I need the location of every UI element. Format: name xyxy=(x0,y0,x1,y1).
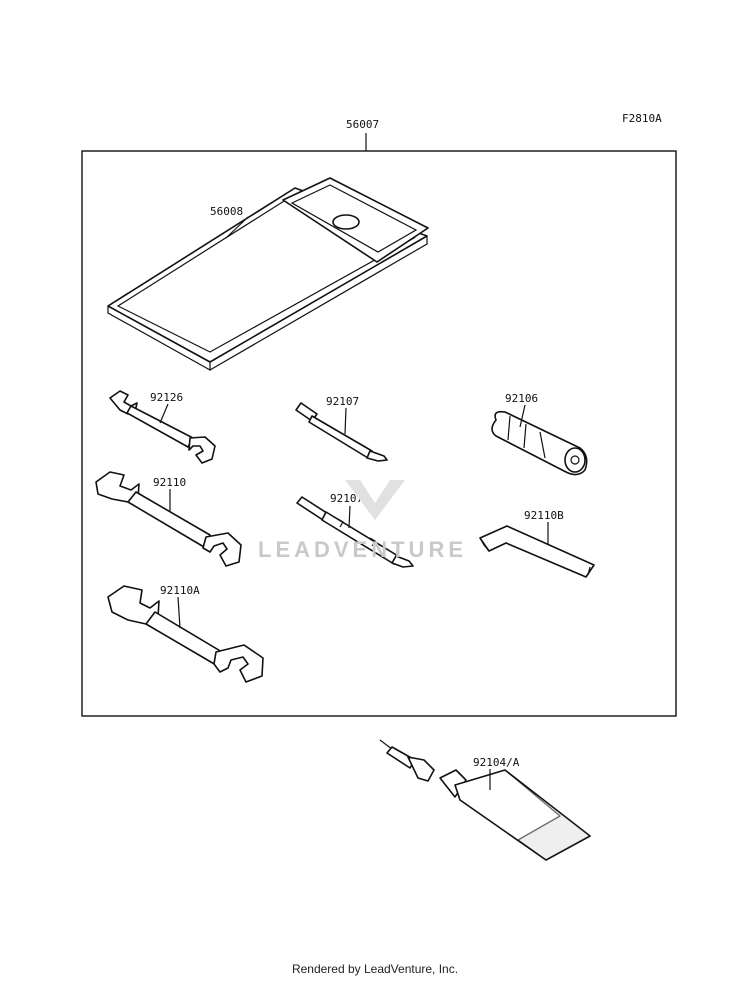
part-92107-screwdriver[interactable] xyxy=(295,402,388,462)
label-56008: 56008 xyxy=(210,205,243,218)
leader-92126 xyxy=(159,403,169,424)
label-92107: 92107 xyxy=(326,395,359,408)
leader-92110A xyxy=(177,596,181,629)
label-92104A: 92104/A xyxy=(473,756,520,769)
part-92107A-screwdriver[interactable] xyxy=(296,496,414,568)
footer-credit: Rendered by LeadVenture, Inc. xyxy=(291,962,459,976)
label-56007: 56007 xyxy=(346,118,379,131)
label-92106: 92106 xyxy=(505,392,538,405)
assembly-box xyxy=(81,150,677,717)
part-92110A-wrench[interactable] xyxy=(107,585,264,683)
label-92110B: 92110B xyxy=(524,509,564,522)
part-92110B-hex-key[interactable] xyxy=(479,525,595,578)
part-92106-socket-handle[interactable] xyxy=(491,410,588,476)
part-56008-tool-bag[interactable] xyxy=(107,177,429,372)
leader-92107A xyxy=(348,505,351,529)
label-92107A: 92107A xyxy=(330,492,370,505)
leader-56008 xyxy=(225,216,249,239)
label-92110: 92110 xyxy=(153,476,186,489)
label-92126: 92126 xyxy=(150,391,183,404)
leader-92106 xyxy=(519,404,526,428)
leader-92107 xyxy=(344,407,347,435)
figure-code: F2810A xyxy=(622,112,662,125)
part-92104A-grease-tube[interactable] xyxy=(379,739,591,861)
part-92126-wrench[interactable] xyxy=(109,390,216,464)
label-92110A: 92110A xyxy=(160,584,200,597)
watermark-text: LEADVENTURE xyxy=(258,537,468,562)
part-92110-wrench[interactable] xyxy=(95,471,242,567)
